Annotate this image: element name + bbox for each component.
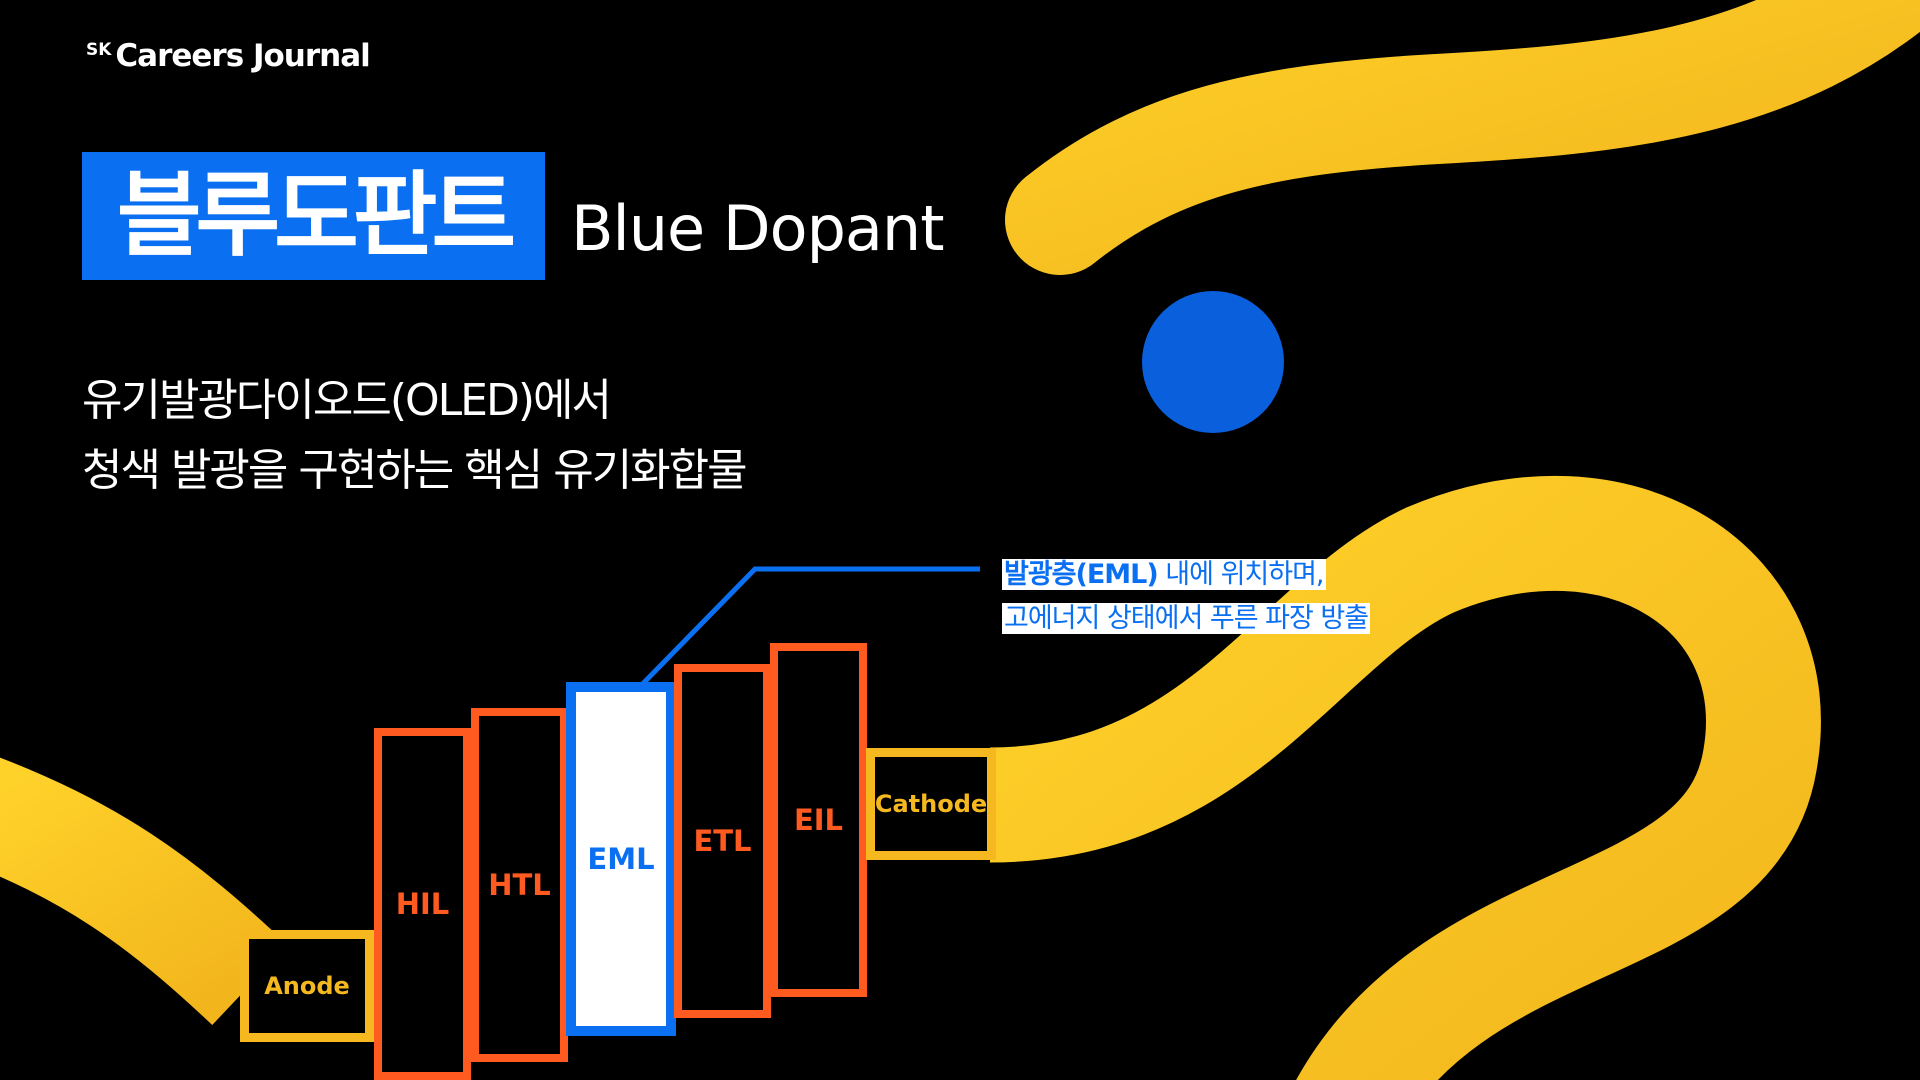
top-ribbon (1005, 0, 1920, 275)
layer-eml-label: EML (587, 842, 655, 876)
left-ribbon (0, 757, 288, 1025)
brand-prefix: SK (86, 40, 112, 60)
callout-line-2: 고에너지 상태에서 푸른 파장 방출 (1002, 603, 1371, 634)
subtitle: 유기발광다이오드(OLED)에서 청색 발광을 구현하는 핵심 유기화합물 (82, 366, 748, 506)
callout-line-1: 발광층(EML) 내에 위치하며, (1002, 559, 1326, 590)
layer-etl: ETL (674, 664, 771, 1018)
callout-line-1-bold: 발광층(EML) (1004, 559, 1159, 590)
layer-eil-label: EIL (793, 803, 844, 837)
page-title-english: Blue Dopant (571, 192, 945, 265)
layer-htl-label: HTL (488, 868, 551, 902)
callout-line-1-rest: 내에 위치하며, (1157, 559, 1324, 590)
layer-hil-label: HIL (395, 887, 450, 921)
layer-anode: Anode (240, 930, 374, 1042)
subtitle-line-1: 유기발광다이오드(OLED)에서 (82, 375, 612, 426)
layer-eil: EIL (770, 643, 867, 997)
layer-hil: HIL (374, 728, 471, 1080)
page-title-korean: 블루도판트 (116, 162, 516, 269)
layer-eml: EML (566, 682, 676, 1036)
subtitle-line-2: 청색 발광을 구현하는 핵심 유기화합물 (82, 445, 748, 496)
layer-anode-label: Anode (264, 972, 350, 1000)
eml-callout: 발광층(EML) 내에 위치하며, 고에너지 상태에서 푸른 파장 방출 (1002, 553, 1371, 641)
layer-htl: HTL (471, 708, 568, 1062)
layer-cathode-label: Cathode (874, 790, 988, 818)
brand-name: Careers Journal (115, 38, 370, 74)
layer-etl-label: ETL (693, 824, 752, 858)
title-highlight-box (82, 152, 545, 280)
blue-circle (1142, 291, 1284, 433)
layer-cathode: Cathode (866, 748, 996, 860)
callout-connector-line (618, 566, 980, 709)
right-ribbon (988, 475, 1821, 1080)
